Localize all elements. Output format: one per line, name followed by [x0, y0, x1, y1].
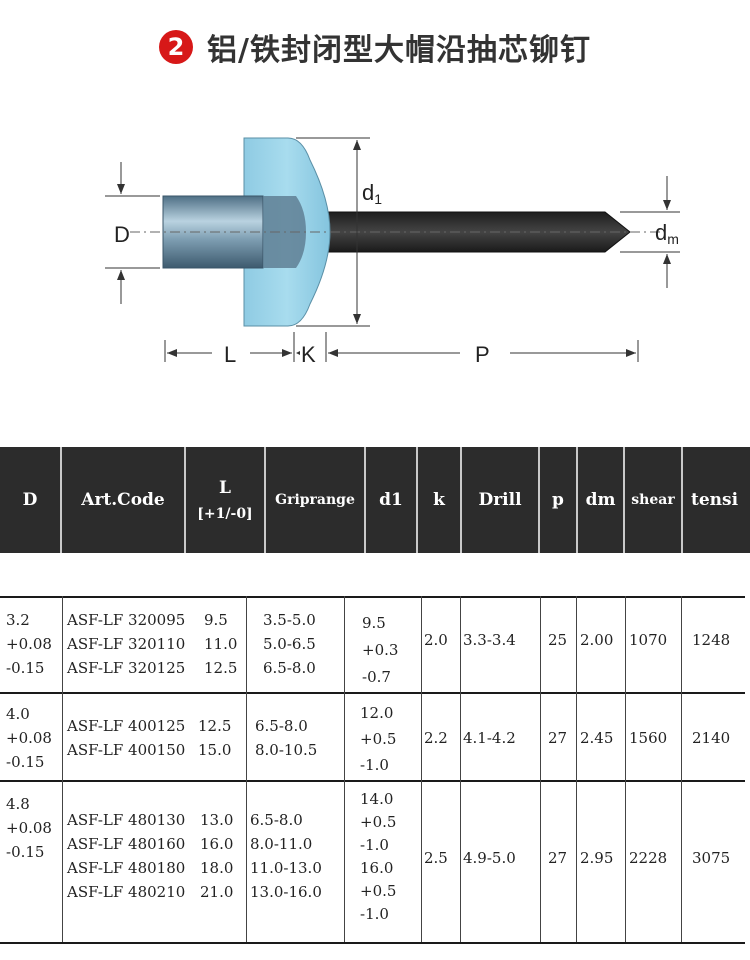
label-L: L	[224, 342, 236, 367]
spec-table: 3.2 +0.08 -0.15 ASF-LF 320095 ASF-LF 320…	[0, 596, 750, 946]
table-row: 4.0 +0.08 -0.15 ASF-LF 400125 ASF-LF 400…	[0, 692, 750, 780]
header-p: p	[540, 447, 578, 553]
header-L: L [+1/-0]	[186, 447, 266, 553]
cell-dm: 2.00	[580, 631, 614, 649]
cell-d1: 9.5 +0.3 -0.7	[362, 614, 399, 686]
header-shear: shear	[625, 447, 683, 553]
cell-p: 27	[548, 849, 568, 867]
cell-L: 13.0 16.0 18.0 21.0	[200, 811, 234, 901]
table-row: 3.2 +0.08 -0.15 ASF-LF 320095 ASF-LF 320…	[0, 596, 750, 692]
label-D: D	[114, 222, 130, 247]
cell-D: 4.8 +0.08 -0.15	[6, 795, 52, 861]
table-header-bar: D Art.Code L [+1/-0] Griprange d1 k Dril…	[0, 447, 750, 553]
cell-grip: 6.5-8.0 8.0-10.5	[255, 717, 318, 759]
cell-drill: 3.3-3.4	[463, 631, 516, 649]
header-griprange: Griprange	[266, 447, 366, 553]
header-tensile: tensi	[691, 490, 739, 510]
header-dm: dm	[578, 447, 625, 553]
cell-L: 9.5 11.0 12.5	[204, 611, 238, 677]
cell-drill: 4.9-5.0	[463, 849, 516, 867]
cell-tensile: 2140	[692, 729, 731, 747]
cell-d1: 14.0 +0.5 -1.0 16.0 +0.5 -1.0	[360, 790, 397, 923]
cell-p: 27	[548, 729, 568, 747]
label-P: P	[475, 342, 490, 367]
cell-k: 2.2	[424, 729, 448, 747]
label-d1: d1	[362, 180, 382, 207]
cell-shear: 1560	[629, 729, 668, 747]
cell-shear: 1070	[629, 631, 668, 649]
cell-dm: 2.45	[580, 729, 614, 747]
cell-dm: 2.95	[580, 849, 614, 867]
number-badge: 2	[159, 30, 194, 64]
cell-tensile: 3075	[692, 849, 731, 867]
title-text: 铝/铁封闭型大帽沿抽芯铆钉	[207, 33, 591, 68]
header-drill: Drill	[462, 447, 540, 553]
table-row: 4.8 +0.08 -0.15 ASF-LF 480130 ASF-LF 480…	[0, 780, 750, 942]
cell-grip: 6.5-8.0 8.0-11.0 11.0-13.0 13.0-16.0	[250, 811, 322, 901]
header-k: k	[418, 447, 462, 553]
cell-L: 12.5 15.0	[198, 717, 232, 759]
cell-drill: 4.1-4.2	[463, 729, 516, 747]
cell-k: 2.5	[424, 849, 448, 867]
cell-grip: 3.5-5.0 5.0-6.5 6.5-8.0	[263, 611, 316, 677]
cell-codes: ASF-LF 400125 ASF-LF 400150	[67, 717, 186, 759]
cell-tensile: 1248	[692, 631, 731, 649]
page-title: 2 铝/铁封闭型大帽沿抽芯铆钉	[0, 22, 750, 72]
rivet-diagram: D d1 dm L K P	[105, 137, 680, 367]
cell-p: 25	[548, 631, 568, 649]
header-art-code: Art.Code	[62, 447, 186, 553]
cell-k: 2.0	[424, 631, 448, 649]
cell-d1: 12.0 +0.5 -1.0	[360, 704, 397, 774]
label-dm: dm	[655, 220, 679, 247]
cell-D: 3.2 +0.08 -0.15	[6, 611, 52, 677]
label-K: K	[301, 342, 316, 367]
header-d1: d1	[366, 447, 418, 553]
cell-shear: 2228	[629, 849, 668, 867]
cell-codes: ASF-LF 320095 ASF-LF 320110 ASF-LF 32012…	[67, 611, 186, 677]
header-D: D	[0, 447, 62, 553]
cell-D: 4.0 +0.08 -0.15	[6, 705, 52, 771]
cell-codes: ASF-LF 480130 ASF-LF 480160 ASF-LF 48018…	[67, 811, 186, 901]
